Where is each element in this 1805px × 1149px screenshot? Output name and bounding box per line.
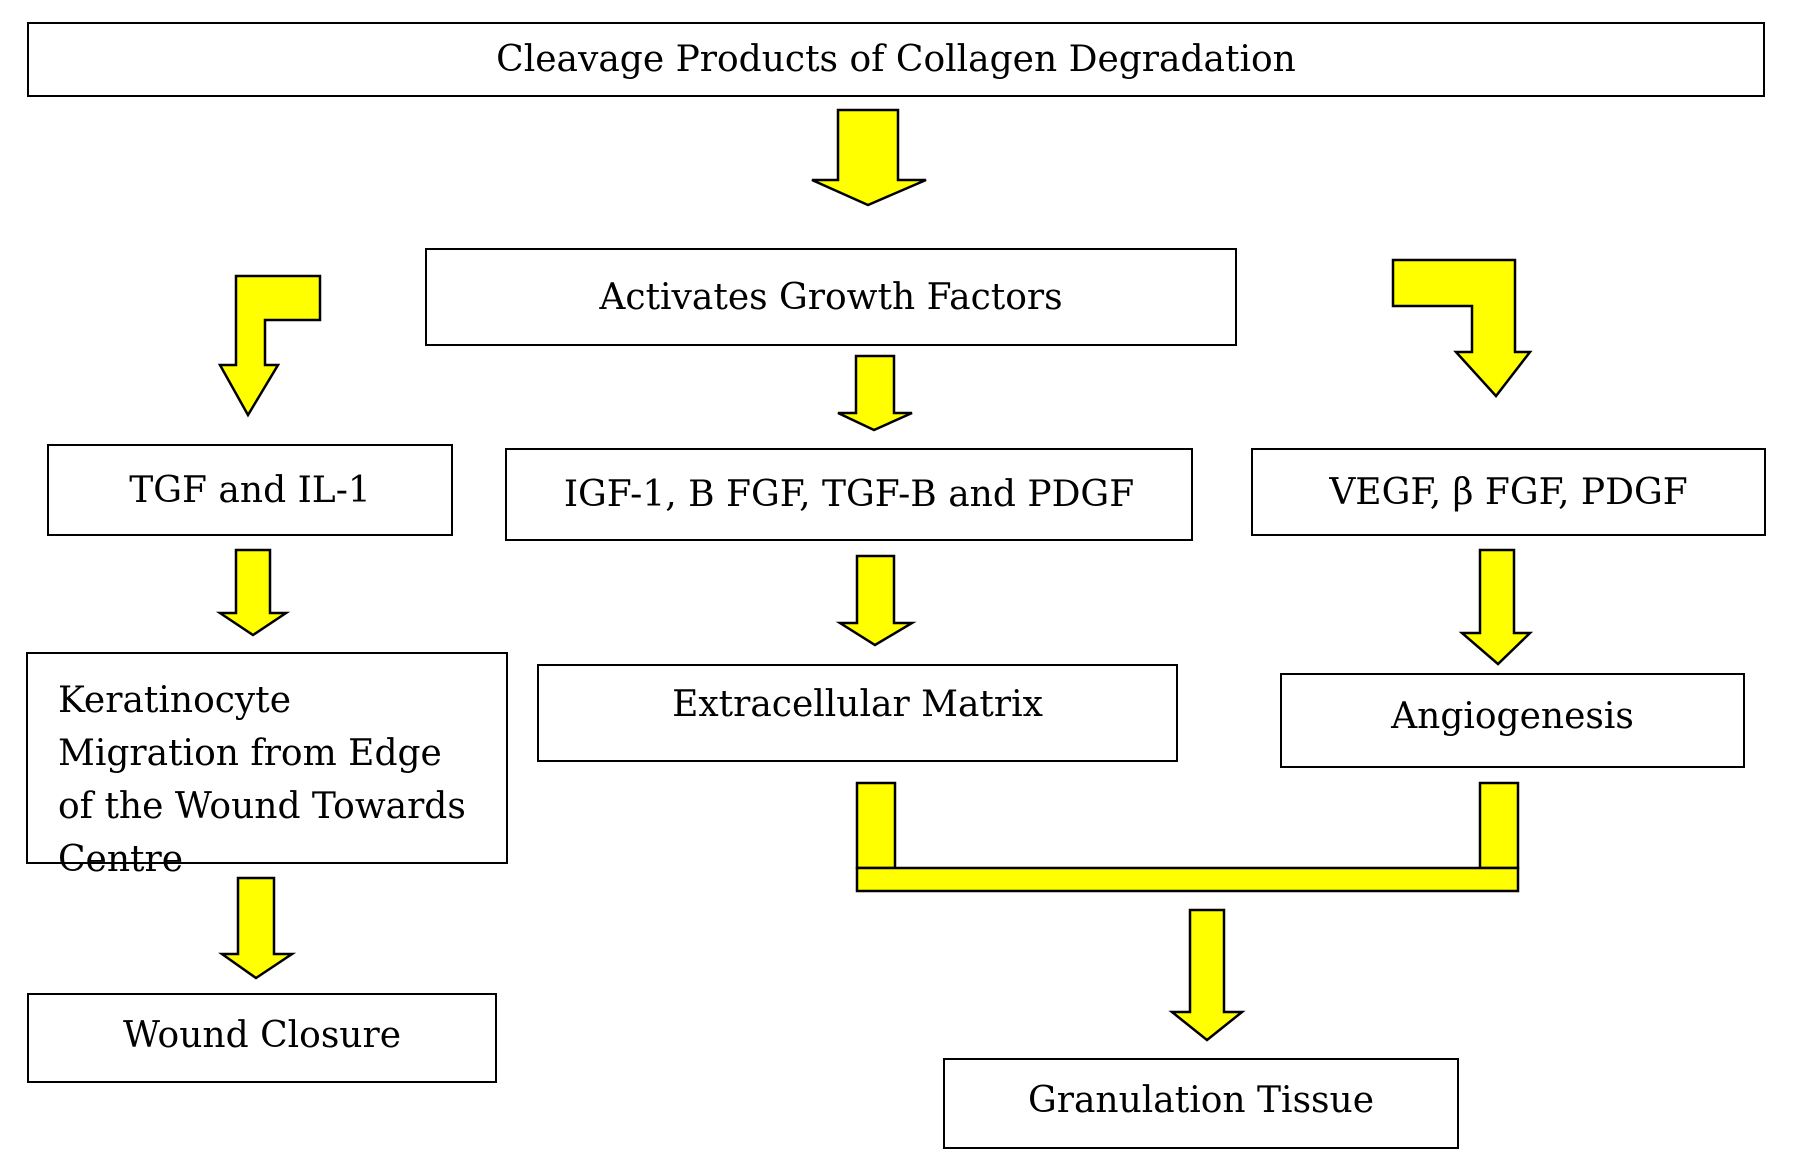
arrow-left-down-1 [215, 548, 291, 637]
arrow-center-down-2 [835, 554, 917, 647]
node-granulation-label: Granulation Tissue [1027, 1080, 1375, 1121]
arrow-granulation-down [1168, 908, 1246, 1042]
arrow-top-down [811, 108, 927, 207]
arrow-center-down-1 [837, 354, 913, 432]
arrow-elbow-right [1391, 258, 1533, 398]
node-center-factors: IGF-1, B FGF, TGF-B and PDGF [505, 448, 1193, 541]
node-wound-closure: Wound Closure [27, 993, 497, 1083]
node-top: Cleavage Products of Collagen Degradatio… [27, 22, 1765, 97]
node-angiogenesis: Angiogenesis [1280, 673, 1745, 768]
arrow-right-down-1 [1458, 548, 1534, 666]
node-keratinocyte: Keratinocyte Migration from Edge of the … [26, 652, 508, 880]
bracket-left-post [855, 781, 897, 870]
node-extracellular: Extracellular Matrix [537, 664, 1178, 762]
node-center-factors-label: IGF-1, B FGF, TGF-B and PDGF [563, 474, 1135, 515]
node-angiogenesis-label: Angiogenesis [1391, 696, 1634, 737]
node-activates-label: Activates Growth Factors [599, 276, 1063, 318]
node-top-label: Cleavage Products of Collagen Degradatio… [496, 39, 1296, 80]
node-keratinocyte-label: Keratinocyte Migration from Edge of the … [58, 680, 466, 880]
node-extracellular-label: Extracellular Matrix [672, 683, 1043, 725]
node-activates: Activates Growth Factors [425, 248, 1237, 346]
arrow-elbow-left [217, 274, 322, 418]
bracket-bar [855, 866, 1520, 893]
arrow-left-down-2 [218, 876, 297, 980]
node-wound-closure-label: Wound Closure [123, 1014, 401, 1056]
node-right-factors-label: VEGF, β FGF, PDGF [1329, 471, 1688, 513]
node-left-factors: TGF and IL-1 [47, 444, 453, 536]
bracket-right-post [1478, 781, 1520, 870]
node-right-factors: VEGF, β FGF, PDGF [1251, 448, 1766, 536]
node-left-factors-label: TGF and IL-1 [129, 469, 371, 511]
node-granulation: Granulation Tissue [943, 1058, 1459, 1149]
